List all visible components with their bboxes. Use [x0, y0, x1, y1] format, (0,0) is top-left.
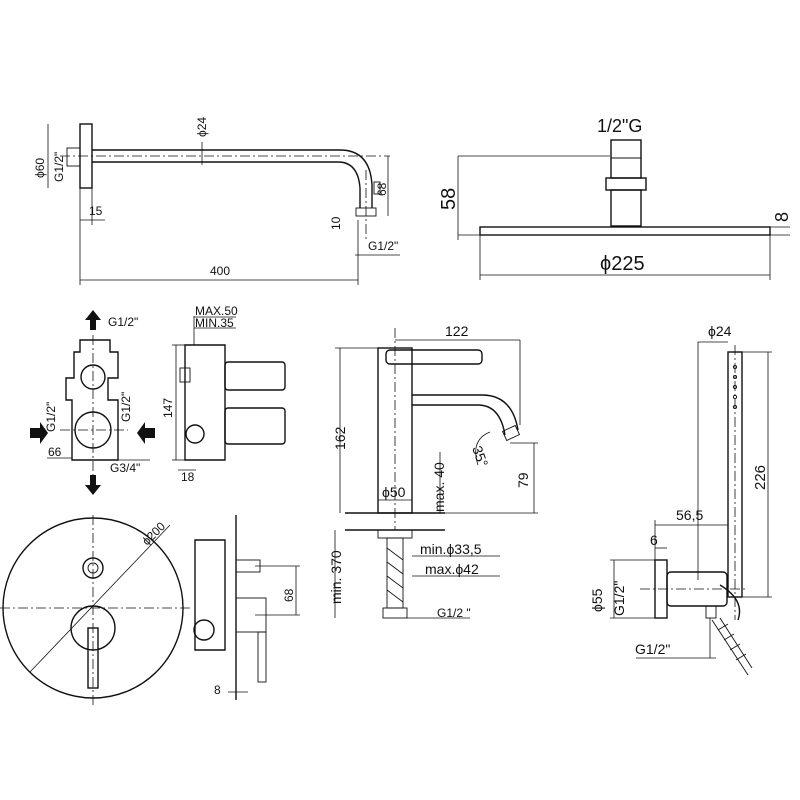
body-dim-147-label: 147 [161, 398, 175, 418]
arm-dim-15-label: 15 [89, 204, 103, 218]
arm-dim-68-label: 68 [375, 182, 389, 196]
body-side-outline [184, 344, 226, 461]
mixer-dim-122-label: 122 [445, 323, 469, 339]
body-thread-bottom-label: G3/4" [110, 461, 140, 475]
arm-dim-400-label: 400 [210, 264, 230, 278]
head-ball-joint [610, 189, 642, 227]
head-connector-top [610, 139, 642, 179]
mixer-plate-view: ϕ200 68 8 [0, 515, 300, 705]
nozzle-dot [732, 404, 738, 410]
side-port-circle [185, 424, 205, 444]
spout-top [412, 394, 519, 431]
plate-side-port [193, 619, 215, 641]
outlet-hose-curve [719, 584, 741, 621]
body-side-box-bottom [224, 407, 286, 445]
hand-shower-view: ϕ24 226 56,5 6 ϕ55 G1/2" G1/2" [589, 323, 772, 676]
nozzle-dot [732, 394, 738, 400]
hose-hatch [386, 561, 404, 575]
plate-side-lever [257, 631, 267, 683]
hose-hatch [735, 653, 747, 661]
spout-aerator [501, 424, 521, 442]
hand-diam-24-label: ϕ24 [708, 323, 732, 339]
body-dim-18-label: 18 [181, 470, 195, 484]
hose-connector [705, 605, 717, 619]
mixer-min-370-label: min. 370 [328, 550, 344, 604]
plate-dim-68-label: 68 [282, 588, 296, 602]
arm-diam-24-label: ϕ24 [195, 117, 209, 137]
mixer-max-40-label: max. 40 [431, 462, 447, 512]
concealed-body-view: G1/2" G1/2" G1/2" 66 G3/4" MAX.50 MIN.35… [30, 304, 286, 495]
mixer-hole-min-label: min.ϕ33,5 [420, 541, 482, 557]
mixer-lever [385, 349, 483, 365]
head-nut [605, 177, 647, 191]
hose-hatch [386, 547, 404, 561]
hand-diam-55-label: ϕ55 [589, 588, 605, 612]
nozzle-dot [732, 384, 738, 390]
head-dim-58-label: 58 [438, 188, 460, 210]
hand-dim-226-label: 226 [752, 465, 769, 490]
arrow-up-icon [85, 310, 101, 330]
diverter-knob [82, 557, 104, 579]
arrow-right-icon [30, 422, 48, 444]
head-plate [479, 226, 771, 236]
flange-diam-60-label: ϕ60 [33, 158, 47, 178]
arm-tube-bottom [92, 161, 361, 208]
hose-hatch [717, 623, 729, 631]
diverter-knob-inner [87, 562, 99, 574]
plate-diam-200-label: ϕ200 [139, 519, 168, 548]
mixer-dim-162-label: 162 [332, 426, 348, 450]
plate-dim-8-label: 8 [214, 683, 221, 697]
plate-side-body [194, 539, 226, 651]
body-dim-66-label: 66 [48, 445, 62, 459]
body-min-35-label: MIN.35 [195, 316, 234, 330]
arm-thread-left-label: G1/2" [52, 152, 66, 182]
arm-thread-end-label: G1/2" [368, 239, 398, 253]
basin-mixer-view: 122 162 35° 79 ϕ50 max. 40 min. 370 min.… [328, 323, 538, 620]
hose-hatch [729, 643, 741, 651]
nozzle-dot [732, 364, 738, 370]
arm-tube-top [92, 149, 373, 208]
arrow-left-icon [137, 422, 155, 444]
body-thread-left-label: G1/2" [44, 402, 58, 432]
body-max-50-label: MAX.50 [195, 304, 238, 318]
mixer-lever [87, 627, 99, 689]
hand-thread-side-label: G1/2" [611, 581, 627, 616]
body-thread-right-label: G1/2" [119, 392, 133, 422]
arm-dim-10-label: 10 [329, 216, 343, 230]
body-thread-top-label: G1/2" [108, 315, 138, 329]
hand-dim-6-label: 6 [650, 532, 658, 548]
flange-connector [66, 147, 81, 167]
mixer-base-diam-label: ϕ50 [382, 484, 406, 500]
mixer-handle-base [70, 605, 116, 651]
arm-ring [373, 181, 381, 195]
head-dim-8-label: 8 [772, 212, 792, 222]
spout-bottom [412, 404, 506, 436]
shower-arm-view: ϕ24 ϕ60 G1/2" 15 400 68 10 G1/2" [33, 117, 400, 285]
angle-arc [475, 431, 491, 466]
hose-fitting [382, 607, 408, 619]
hose-hatch [723, 633, 735, 641]
arrow-down-icon [85, 475, 101, 495]
supply-hose [386, 537, 404, 609]
plate-diam-leader [29, 524, 171, 673]
body-side-box-top [224, 361, 286, 391]
hand-dim-56-5-label: 56,5 [676, 507, 703, 523]
mount-nut [377, 529, 413, 539]
hose-hatch [386, 589, 404, 603]
hand-thread-bottom-label: G1/2" [635, 641, 670, 657]
shower-head-view: 1/2"G 58 8 ϕ225 [438, 116, 792, 280]
hose-hatch [386, 575, 404, 589]
head-thread-label: 1/2"G [597, 116, 642, 136]
mixer-hole-max-label: max.ϕ42 [425, 561, 479, 577]
hose [711, 617, 753, 676]
side-tab [179, 367, 191, 383]
mixer-dim-79-label: 79 [515, 472, 531, 488]
nozzle-dot [732, 374, 738, 380]
valve-body-outline [65, 339, 119, 461]
mixer-thread-label: G1/2 " [437, 606, 471, 620]
mixer-angle-label: 35° [469, 444, 491, 469]
head-diam-225-label: ϕ225 [600, 253, 645, 275]
